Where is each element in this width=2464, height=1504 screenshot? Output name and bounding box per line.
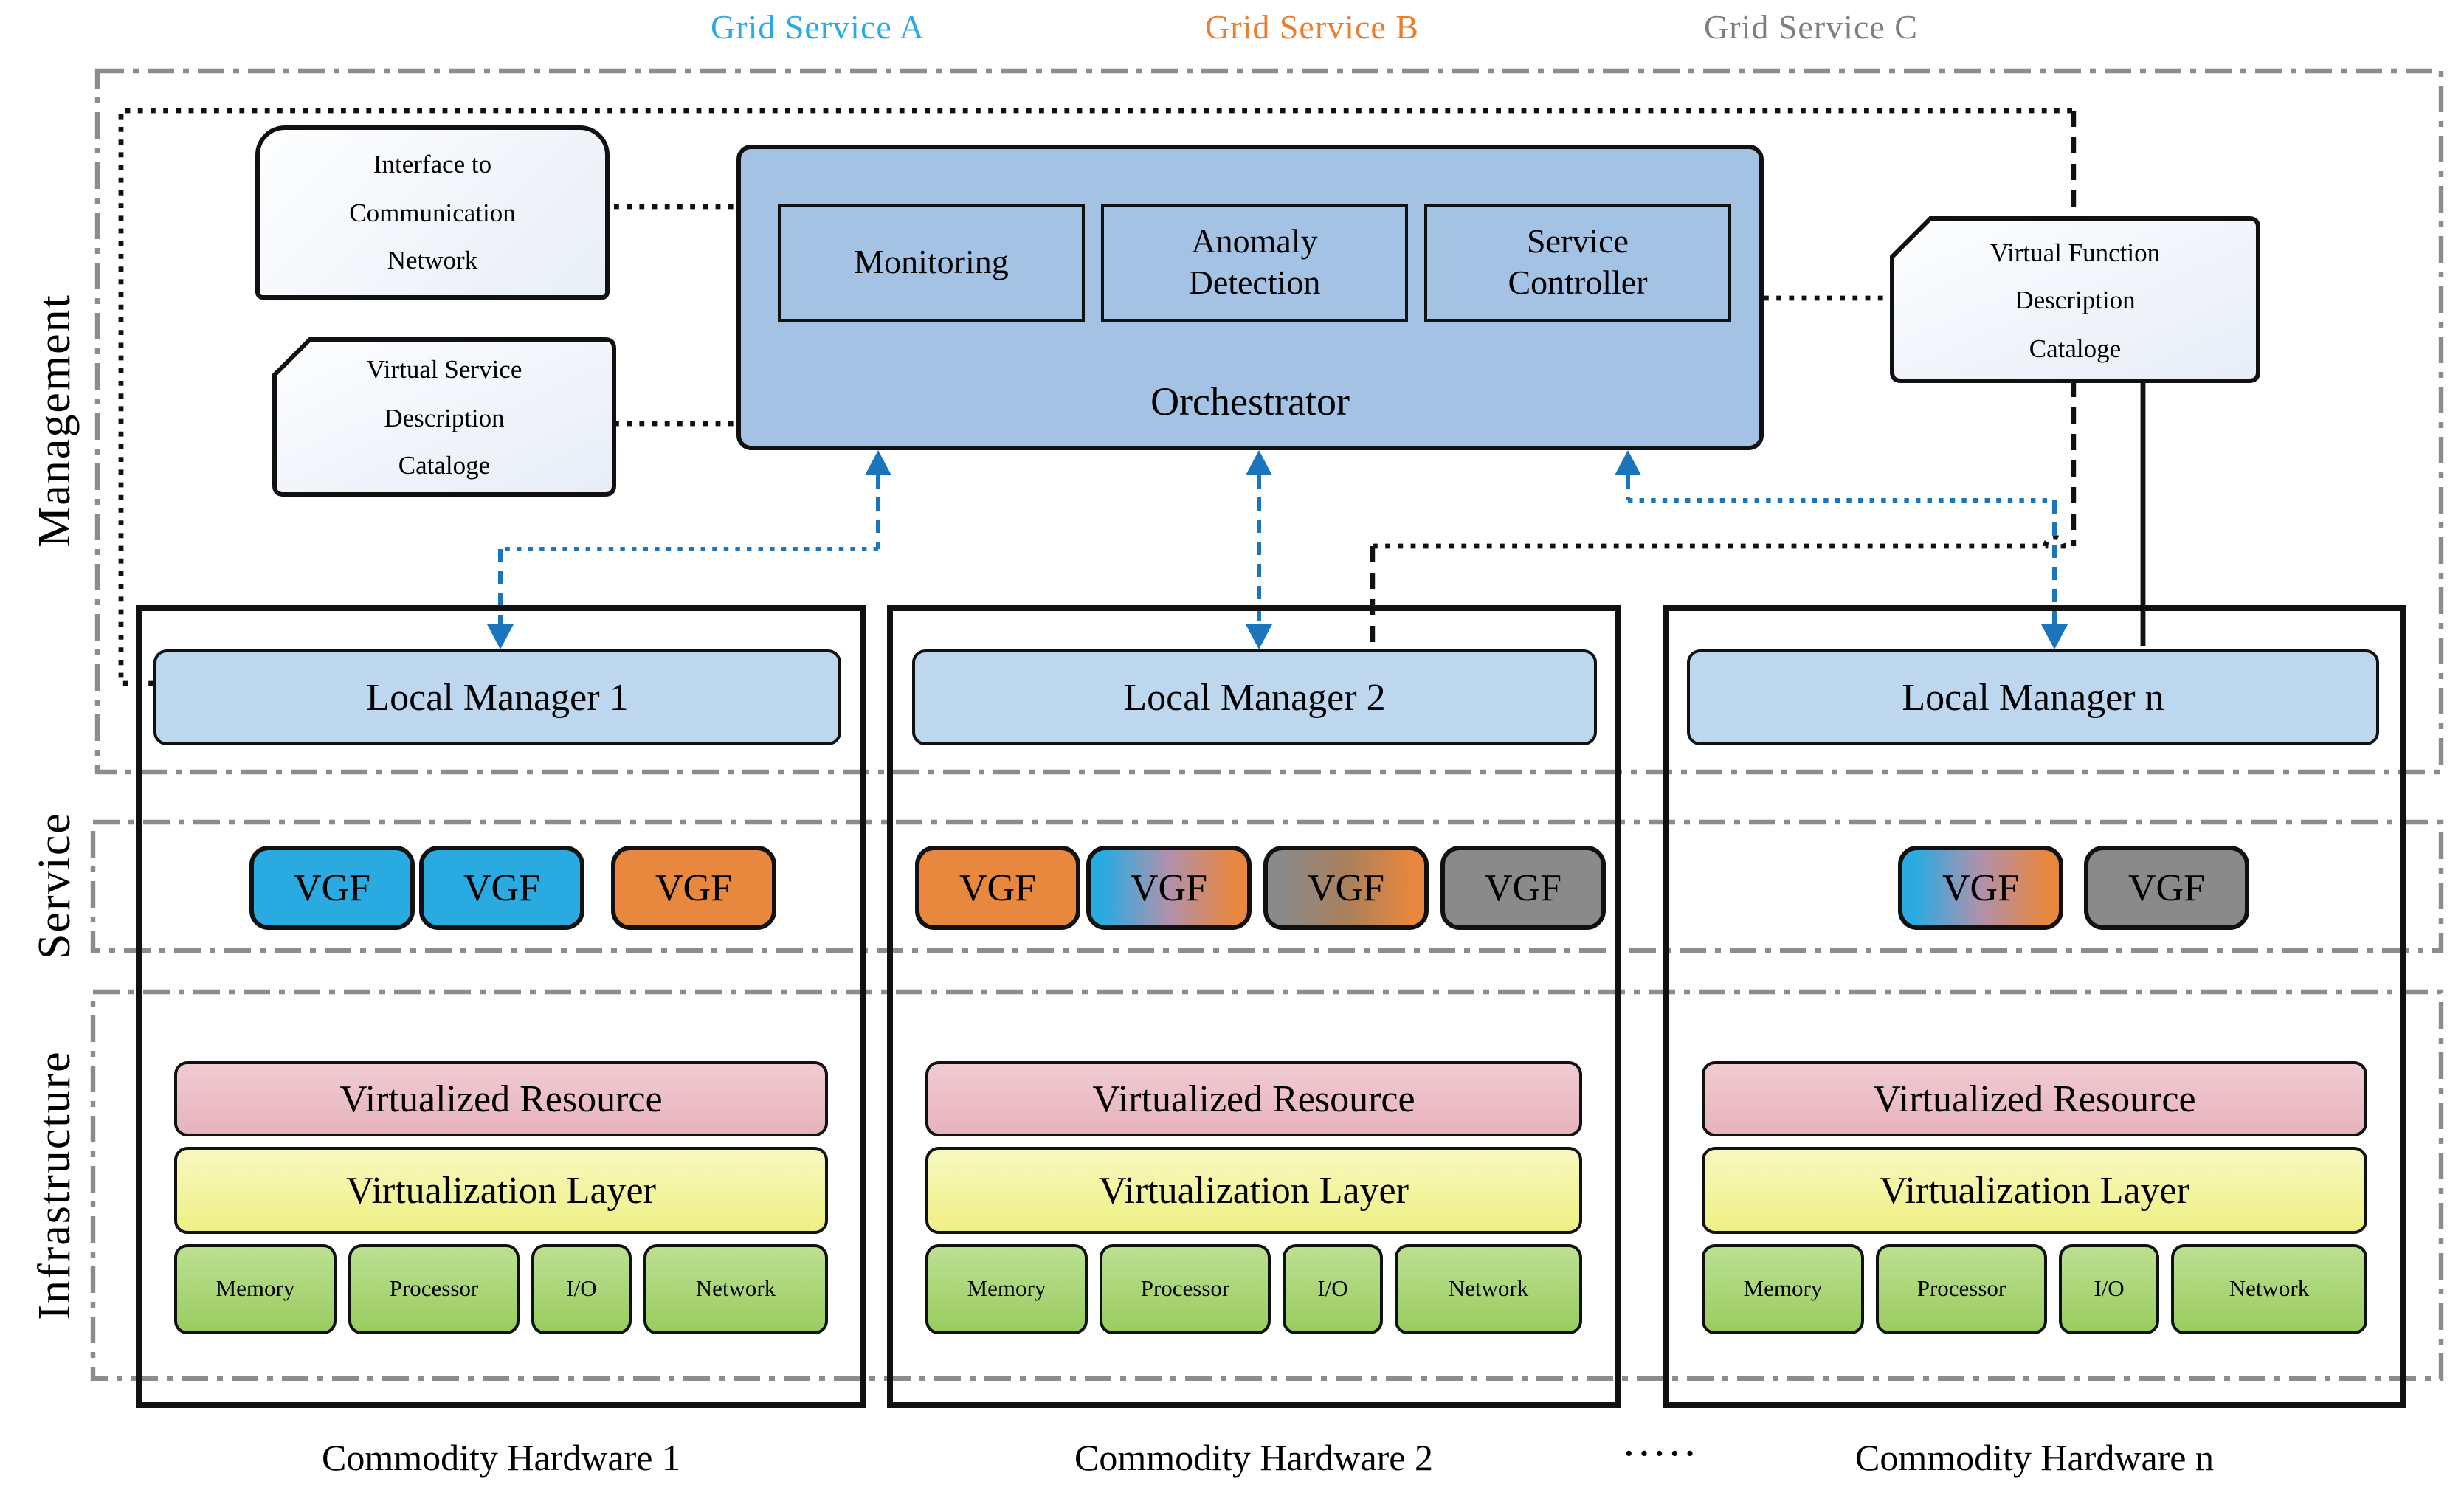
virtualization-layer-box: Virtualization Layer: [174, 1147, 828, 1234]
arrow-down-icon: [487, 624, 514, 649]
interface-box-line: Interface to: [373, 149, 492, 179]
virtual-function-catalog-box: [1890, 216, 2260, 383]
virtualized-resource-box: Virtualized Resource: [925, 1061, 1582, 1136]
commodity-hardware-2-container: [887, 605, 1621, 1408]
arrowheads: [487, 450, 2068, 649]
vgf-box: VGF: [1440, 846, 1606, 930]
grid-service-c-label: Grid Service C: [1704, 9, 1918, 46]
commodity-hardware-1-label: Commodity Hardware 1: [321, 1439, 680, 1479]
io-box: I/O: [531, 1244, 632, 1334]
io-box: I/O: [1283, 1244, 1383, 1334]
memory-box: Memory: [174, 1244, 337, 1334]
catalog-line: Cataloge: [2029, 333, 2122, 363]
function-catalog-dashed-verticals: [1370, 111, 2077, 646]
network-box: Network: [643, 1244, 828, 1334]
management-section-frame: [94, 68, 2444, 775]
infrastructure-section-label: Infrastructure: [28, 1050, 80, 1320]
memory-box: Memory: [1702, 1244, 1864, 1334]
orchestrator-links: [498, 475, 2057, 626]
catalog-line: Description: [2015, 285, 2136, 315]
commodity-hardware-n-container: [1663, 605, 2406, 1408]
interface-box-line: Communication: [349, 197, 516, 227]
local-manager-2-box: Local Manager 2: [912, 649, 1597, 745]
service-controller-module: Service Controller: [1424, 204, 1731, 322]
catalog-connector-dotted-lines: [614, 204, 1892, 427]
catalog-line: Description: [384, 402, 505, 432]
memory-box: Memory: [925, 1244, 1088, 1334]
function-catalog-horizontal-dotted-line: [1373, 534, 2074, 549]
processor-box: Processor: [348, 1244, 520, 1334]
vgf-box: VGF: [2084, 846, 2249, 930]
vgf-box: VGF: [419, 846, 584, 930]
network-box: Network: [1395, 1244, 1582, 1334]
vgf-box: VGF: [1086, 846, 1252, 930]
interface-box-line: Network: [387, 245, 478, 275]
virtualization-layer-box: Virtualization Layer: [925, 1147, 1582, 1234]
service-section-frame: [90, 819, 2444, 953]
infrastructure-section-frame: [90, 989, 2444, 1381]
arrow-down-icon: [2041, 624, 2068, 649]
processor-box: Processor: [1876, 1244, 2047, 1334]
orchestrator-label: Orchestrator: [1150, 379, 1350, 424]
arrow-up-icon: [1246, 450, 1272, 475]
management-section-label: Management: [28, 294, 80, 548]
monitoring-module: Monitoring: [778, 204, 1085, 322]
catalog-line: Virtual Service: [366, 354, 522, 384]
commodity-hardware-1-container: [136, 605, 866, 1408]
io-box: I/O: [2059, 1244, 2159, 1334]
virtual-service-catalog-text: Virtual Service Description Cataloge: [275, 344, 614, 491]
arrow-down-icon: [1246, 624, 1272, 649]
vgf-box: VGF: [249, 846, 415, 930]
interface-to-communication-network-box: Interface to Communication Network: [255, 125, 610, 300]
catalog-line: Virtual Function: [1990, 237, 2161, 267]
virtualized-resource-box: Virtualized Resource: [1702, 1061, 2367, 1136]
processor-box: Processor: [1100, 1244, 1271, 1334]
grid-service-a-label: Grid Service A: [711, 9, 925, 46]
anomaly-detection-module: Anomaly Detection: [1101, 204, 1408, 322]
network-box: Network: [2171, 1244, 2367, 1334]
vgf-box: VGF: [915, 846, 1080, 930]
orchestrator-box: Monitoring Anomaly Detection Service Con…: [736, 145, 1764, 450]
virtualized-resource-box: Virtualized Resource: [174, 1061, 828, 1136]
vgf-box: VGF: [1898, 846, 2063, 930]
virtual-service-catalog-box: [272, 337, 616, 497]
virtualization-layer-box: Virtualization Layer: [1702, 1147, 2367, 1234]
local-manager-1-box: Local Manager 1: [153, 649, 841, 745]
arrow-up-icon: [865, 450, 891, 475]
vgf-box: VGF: [611, 846, 776, 930]
vgf-box: VGF: [1263, 846, 1429, 930]
virtual-function-catalog-text: Virtual Function Description Cataloge: [1892, 223, 2258, 378]
catalog-line: Cataloge: [398, 450, 491, 480]
ellipsis-dots: ·····: [1623, 1435, 1700, 1472]
arrow-up-icon: [1615, 450, 1641, 475]
grid-service-b-label: Grid Service B: [1205, 9, 1419, 46]
commodity-hardware-2-label: Commodity Hardware 2: [1074, 1439, 1433, 1479]
service-section-label: Service: [28, 812, 80, 959]
commodity-hardware-n-label: Commodity Hardware n: [1854, 1439, 2214, 1479]
local-manager-n-box: Local Manager n: [1687, 649, 2379, 745]
